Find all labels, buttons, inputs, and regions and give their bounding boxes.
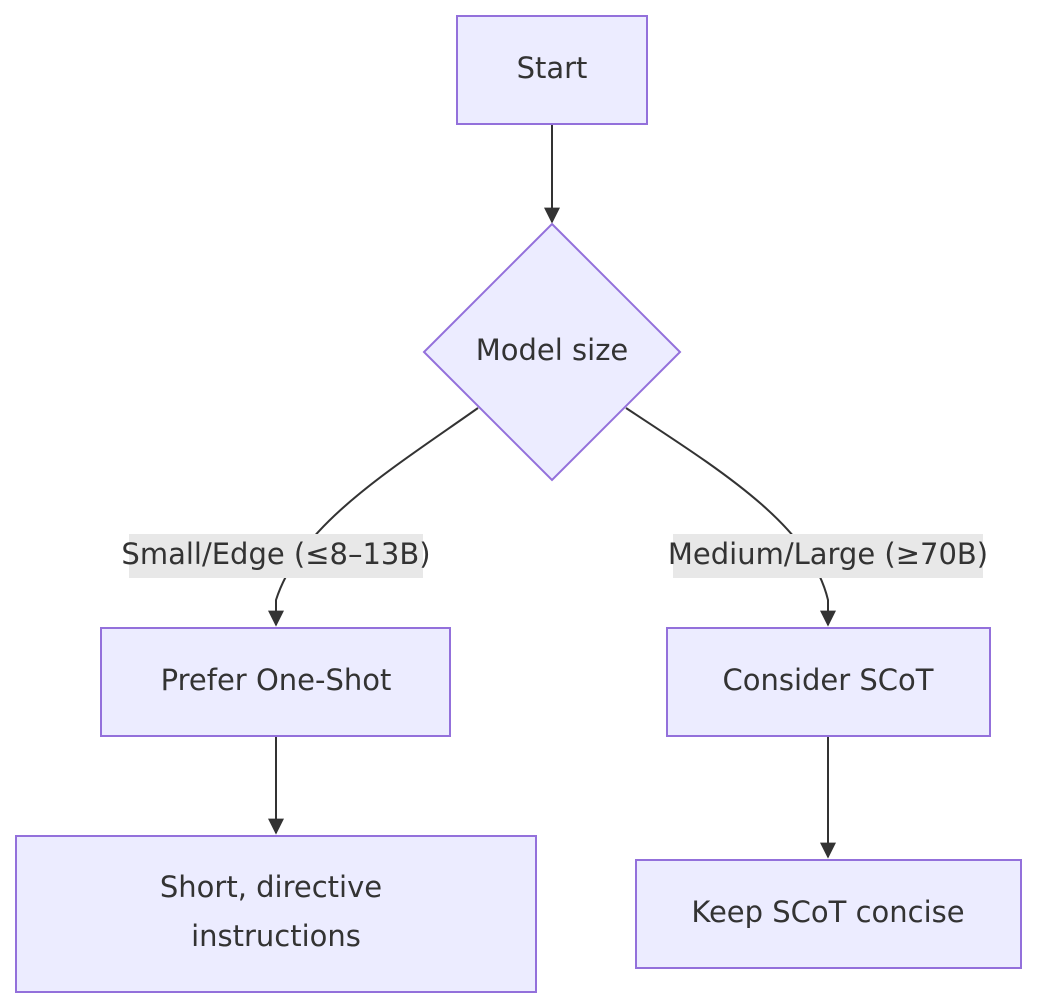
node-short-directive-line-1: Short, directive	[160, 870, 382, 904]
edge-label-small-edge-text: Small/Edge (≤8–13B)	[121, 537, 430, 571]
edge-label-small-edge: Small/Edge (≤8–13B)	[121, 534, 431, 578]
node-consider-scot: Consider SCoT	[666, 627, 991, 737]
edge-model-size-to-prefer-one-shot	[268, 407, 479, 627]
node-keep-scot-concise: Keep SCoT concise	[635, 859, 1022, 969]
node-start: Start	[456, 15, 648, 125]
node-prefer-one-shot: Prefer One-Shot	[100, 627, 451, 737]
node-model-size-label: Model size	[476, 333, 629, 367]
edge-label-medium-large: Medium/Large (≥70B)	[668, 534, 988, 578]
node-short-directive-line-2: instructions	[191, 919, 361, 953]
node-prefer-one-shot-label: Prefer One-Shot	[161, 663, 392, 697]
node-model-size: Model size	[422, 222, 682, 482]
edge-model-size-to-consider-scot	[625, 407, 836, 627]
node-keep-scot-concise-label: Keep SCoT concise	[691, 895, 964, 929]
node-short-directive: Short, directive instructions	[15, 835, 537, 993]
node-start-label: Start	[517, 51, 588, 85]
edge-label-medium-large-text: Medium/Large (≥70B)	[668, 537, 988, 571]
node-consider-scot-label: Consider SCoT	[722, 663, 933, 697]
